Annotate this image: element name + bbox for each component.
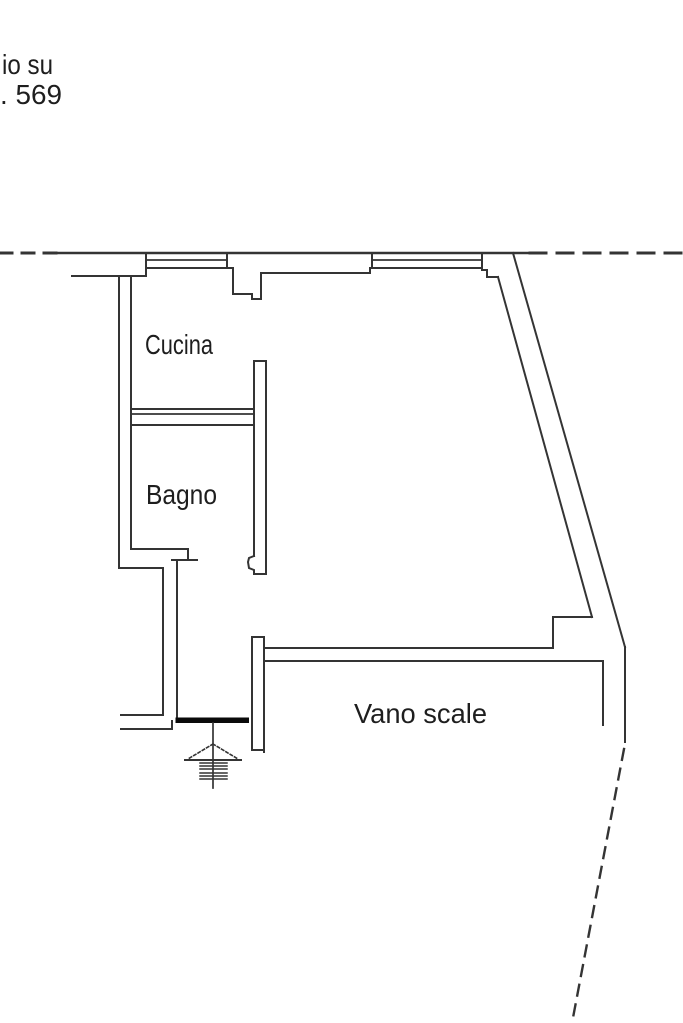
boundary-dashed-diagonal (570, 747, 626, 1023)
diagonal-wall-inner-edge (496, 275, 594, 619)
threshold-hatch-bars (199, 762, 228, 780)
corner-annotation-line-2: . 569 (0, 79, 62, 110)
arrow-right-side-line (211, 742, 240, 761)
diagonal-wall-outer-edge (511, 251, 627, 649)
stairwell-wall-top-edge (263, 616, 593, 649)
left-wall-outer-edge (118, 275, 164, 716)
kitchen-bathroom-divider-wall (130, 408, 255, 426)
left-perimeter-wall (71, 275, 198, 730)
entrance-door (175, 717, 249, 789)
window-2 (369, 252, 483, 271)
chimney-recess-outline (232, 267, 371, 300)
kitchen-bathroom-right-wall (246, 360, 267, 575)
corner-annotation-line-1: io su (2, 49, 53, 80)
arrow-left-side-line (186, 742, 215, 761)
room-label-kitchen: Cucina (145, 329, 213, 360)
room-label-bathroom: Bagno (146, 479, 217, 510)
door-sill-bar (175, 717, 249, 723)
room-label-stairwell: Vano scale (354, 698, 487, 729)
left-wall-inner-edge (130, 275, 189, 561)
right-wall-pipe-notch (246, 554, 256, 575)
labels: io su . 569 Cucina Bagno Vano scale (0, 49, 487, 729)
right-diagonal-wall (481, 251, 627, 1023)
direction-arrow-icon (184, 722, 242, 789)
diagonal-wall-top-step (481, 269, 499, 278)
entrance-lower-lip (120, 720, 173, 730)
window-1 (130, 252, 234, 277)
chimney-recess (232, 267, 371, 300)
stairwell-wall (251, 616, 604, 753)
